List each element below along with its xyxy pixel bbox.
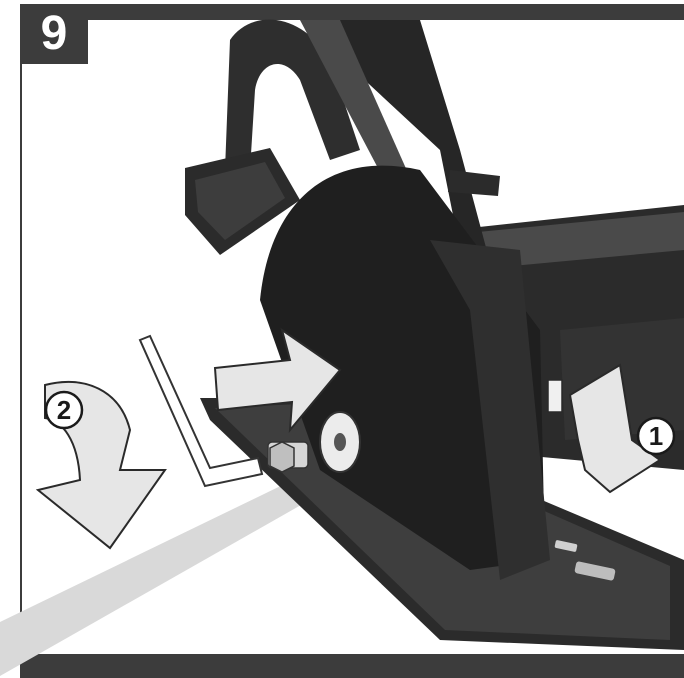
callout-one-label: 1 [649, 421, 663, 451]
lock-knob [448, 170, 500, 196]
flange-hole [334, 433, 346, 451]
callout-two-circle [44, 390, 84, 430]
spindle-lock-button [547, 379, 563, 413]
bottom-bar [20, 654, 684, 678]
top-bar [20, 4, 684, 20]
left-rule [20, 20, 22, 654]
push-arrow-icon [568, 363, 662, 494]
hex-key-icon [138, 334, 264, 488]
bolt-head [269, 441, 295, 473]
motor-housing-top [478, 212, 684, 268]
blade-guard-rib [300, 20, 420, 210]
step-number-badge: 9 [20, 4, 88, 64]
base-slot [554, 540, 578, 552]
push-arrow-icon [213, 327, 342, 434]
callout-one-circle [636, 416, 676, 456]
battery-grip [195, 162, 285, 240]
detail-beam [0, 462, 345, 676]
callout-two-label: 2 [57, 395, 71, 425]
front-plate [430, 240, 550, 580]
base-slot [574, 561, 616, 581]
